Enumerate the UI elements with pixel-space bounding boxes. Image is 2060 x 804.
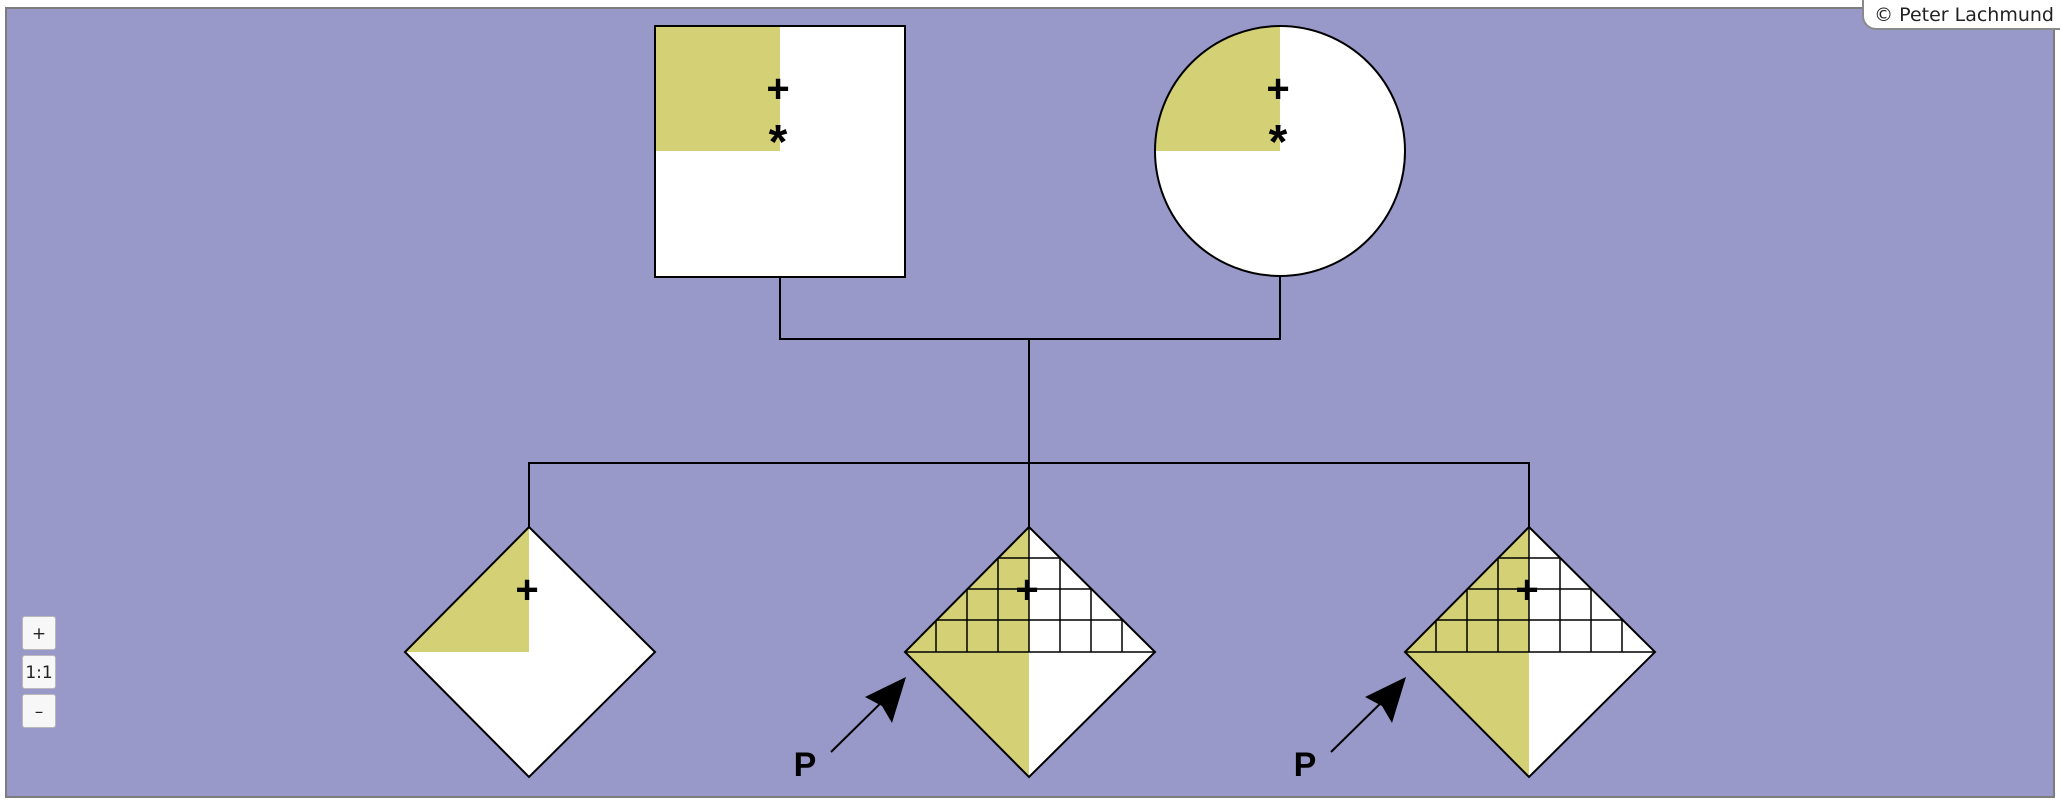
child-3-proband-arrow: P bbox=[1294, 677, 1406, 784]
child-3-symbol[interactable]: + bbox=[1403, 525, 1657, 779]
mother-symbol[interactable]: + * bbox=[1154, 25, 1406, 277]
zoom-in-button[interactable]: + bbox=[22, 616, 56, 650]
mother-marker-asterisk: * bbox=[1269, 116, 1288, 169]
child-2-symbol[interactable]: + bbox=[903, 525, 1157, 779]
father-marker-asterisk: * bbox=[769, 116, 788, 169]
father-affected-quadrant bbox=[655, 26, 780, 151]
relationship-lines bbox=[528, 277, 1530, 527]
child-1-symbol[interactable]: + bbox=[403, 525, 657, 779]
father-symbol[interactable]: + * bbox=[654, 25, 906, 278]
zoom-out-button[interactable]: – bbox=[22, 694, 56, 728]
child-3-proband-label: P bbox=[1294, 746, 1317, 784]
child-1-marker-plus: + bbox=[515, 568, 538, 612]
mother-marker-plus: + bbox=[1266, 67, 1289, 111]
mother-affected-quadrant bbox=[1155, 26, 1280, 151]
copyright-label: © Peter Lachmund bbox=[1862, 0, 2060, 30]
child-2-marker-plus: + bbox=[1015, 568, 1038, 612]
child-3-marker-plus: + bbox=[1515, 568, 1538, 612]
zoom-reset-button[interactable]: 1:1 bbox=[22, 655, 56, 689]
child-2-proband-label: P bbox=[794, 746, 817, 784]
child-2-proband-arrow: P bbox=[794, 677, 906, 784]
father-marker-plus: + bbox=[766, 67, 789, 111]
